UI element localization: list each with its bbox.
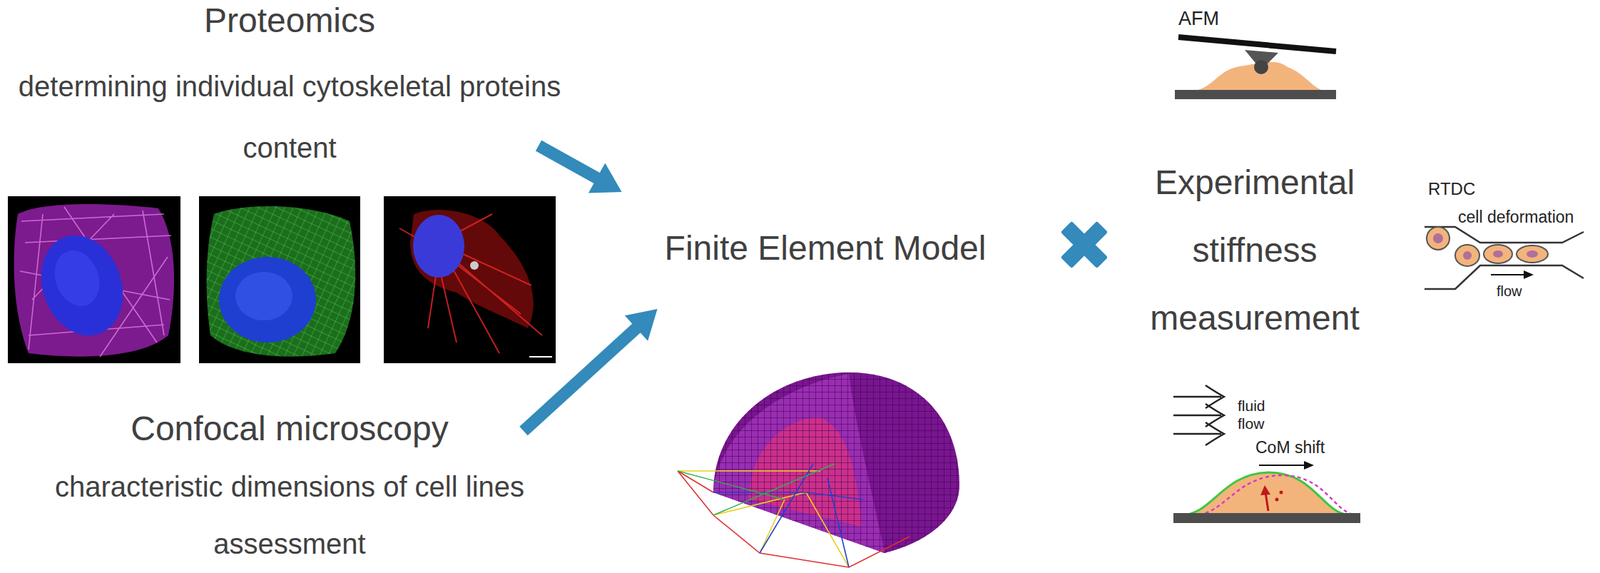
- microtubule-network: [206, 206, 356, 357]
- image-ground: [199, 196, 361, 364]
- force-arrow-head: [1260, 485, 1271, 496]
- force-dot: [1275, 497, 1280, 502]
- cell: [1516, 245, 1548, 263]
- filaments: [399, 213, 543, 354]
- rtdc-sketch: [1424, 226, 1584, 289]
- microscopy-image: [7, 196, 181, 364]
- actin-fibers: [19, 206, 172, 357]
- cytoskeleton-wire: [677, 470, 910, 568]
- cross-symbol: [1047, 208, 1121, 282]
- arrow-head: [624, 308, 658, 341]
- flow-chevron: [1173, 422, 1225, 446]
- shifted-outline: [1192, 475, 1356, 516]
- nucleus-detail: [235, 271, 293, 321]
- shift-arrow-head: [1303, 460, 1314, 470]
- cell: [1455, 244, 1480, 267]
- mesh-lines: [748, 417, 862, 527]
- text-block-node: Proteomics determining individual cytoske…: [0, 0, 580, 179]
- image-ground: [7, 196, 181, 364]
- force-arrow: [1265, 492, 1269, 511]
- cell-body: [206, 206, 356, 357]
- afm-bead: [1254, 59, 1269, 75]
- flow-arrow: [1490, 273, 1528, 276]
- arrow-shaft: [538, 145, 598, 179]
- nucleus-detail: [47, 243, 107, 313]
- microscopy-image: [383, 196, 556, 364]
- nucleus-mesh: [748, 417, 862, 527]
- flow-chevron: [1173, 385, 1225, 409]
- node-heading: Proteomics: [0, 0, 580, 42]
- cell: [1180, 472, 1349, 516]
- scale-bar: [529, 355, 553, 358]
- figure-label: CoM shift: [1255, 437, 1325, 458]
- cell-mesh: [713, 372, 960, 553]
- flow-chevron: [1173, 403, 1225, 427]
- figure-label: AFM: [1178, 7, 1220, 30]
- flow-arrow-head: [1523, 270, 1534, 279]
- arrow-shaft: [523, 327, 638, 431]
- figure-label: RTDC: [1428, 179, 1476, 200]
- flow-arrow: [523, 308, 658, 431]
- figure-label: cell deformation: [1458, 207, 1574, 228]
- substrate: [1174, 89, 1337, 100]
- flow-arrow: [538, 145, 623, 193]
- arrow-head: [588, 163, 623, 194]
- cut-face: [713, 373, 885, 553]
- node-body: determining individual cytoskeletal prot…: [0, 55, 580, 179]
- cytoskeleton-wire: [713, 463, 864, 568]
- microscopy-image: [199, 196, 361, 364]
- text-block-node: Confocal microscopy characteristic dimens…: [0, 408, 580, 573]
- figure-label: flow: [1496, 282, 1523, 300]
- mesh-lines: [713, 373, 885, 553]
- afm-sketch: [1174, 37, 1337, 100]
- text-block-node: Experimental stiffness measurement: [1126, 148, 1384, 352]
- cell-nucleus: [1463, 251, 1472, 260]
- fem-mesh-illustration: [677, 372, 960, 568]
- substrate: [1173, 512, 1361, 523]
- cell-nucleus: [1526, 250, 1538, 258]
- force-dot: [1279, 490, 1284, 495]
- cantilever: [1178, 37, 1337, 52]
- node-body: characteristic dimensions of cell lines …: [0, 457, 580, 573]
- node-heading: Confocal microscopy: [0, 408, 580, 450]
- cell-nucleus: [1493, 250, 1503, 258]
- bead: [470, 261, 479, 270]
- figure-label: fluid flow: [1237, 396, 1266, 433]
- shift-arrow: [1259, 464, 1307, 466]
- cross-bar: [1060, 221, 1108, 269]
- mesh-lines: [713, 372, 960, 553]
- cell-outline: [1180, 472, 1349, 516]
- cell-body: [14, 204, 175, 357]
- cell-nucleus: [1433, 233, 1444, 244]
- nucleus: [27, 223, 137, 348]
- cell: [1483, 244, 1513, 264]
- cross-bar: [1060, 221, 1108, 269]
- cytoskeleton-wire: [677, 470, 849, 568]
- node-heading: Experimental stiffness measurement: [1126, 148, 1384, 352]
- nucleus: [218, 256, 317, 343]
- shear-flow-sketch: [1173, 385, 1361, 523]
- cell-body: [410, 209, 534, 329]
- cytoskeleton-wire: [677, 463, 835, 516]
- text-block-node: Finite Element Model: [664, 227, 987, 269]
- nucleus: [413, 214, 465, 278]
- node-heading: Finite Element Model: [664, 227, 987, 269]
- cell: [1426, 226, 1450, 250]
- image-ground: [383, 196, 556, 364]
